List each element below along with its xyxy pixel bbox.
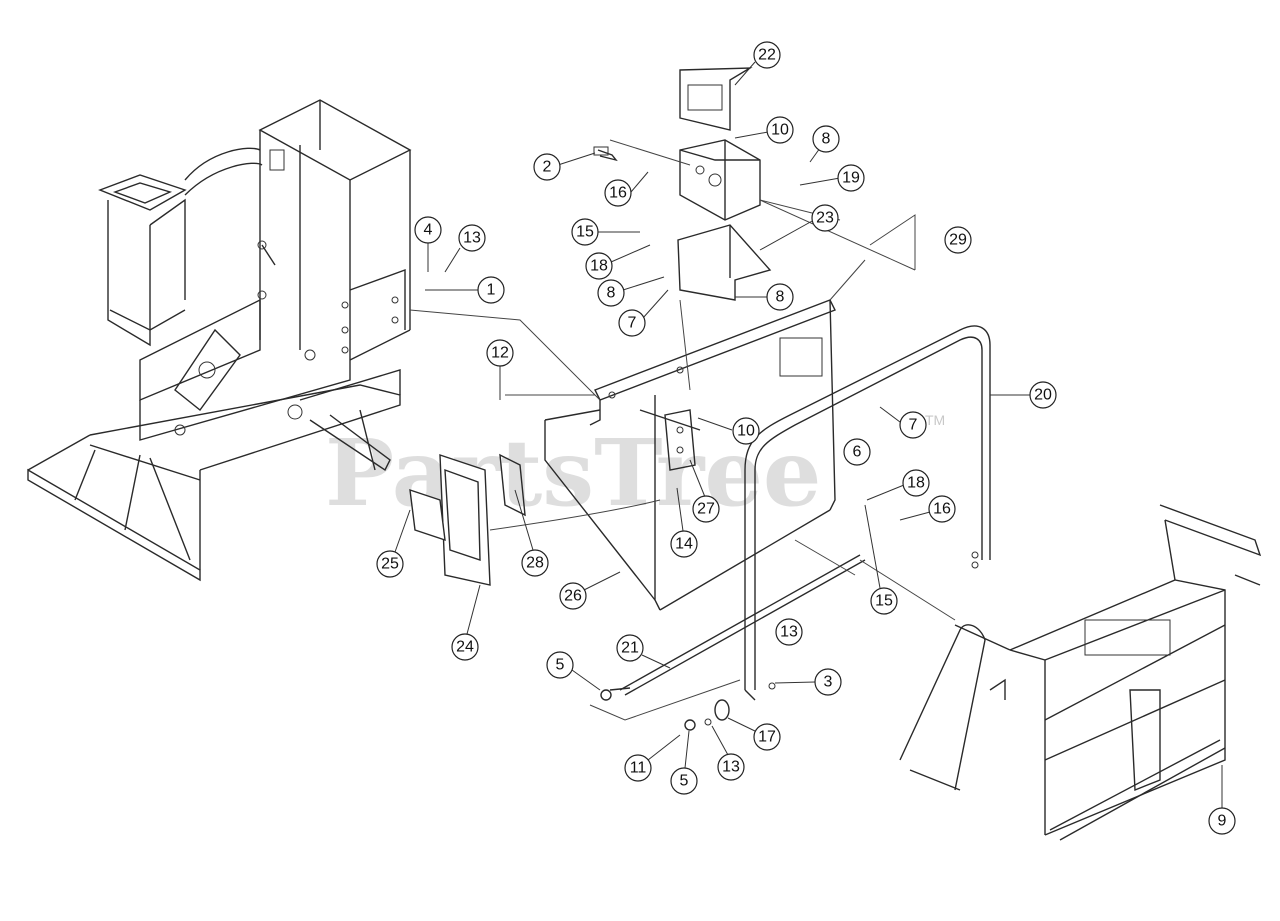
callout-20: 20 (1029, 381, 1057, 409)
svg-text:19: 19 (842, 170, 860, 187)
callout-10: 10 (766, 116, 794, 144)
svg-text:10: 10 (771, 122, 789, 139)
callout-11: 11 (624, 754, 652, 782)
housing-frame-assembly (27, 99, 412, 582)
callout-17: 17 (753, 723, 781, 751)
svg-text:18: 18 (907, 475, 925, 492)
callout-13: 13 (458, 224, 486, 252)
svg-text:15: 15 (576, 224, 594, 241)
svg-text:29: 29 (949, 232, 967, 249)
svg-text:25: 25 (381, 556, 399, 573)
svg-text:20: 20 (1034, 387, 1052, 404)
callout-29: 29 (944, 226, 972, 254)
callout-5: 5 (670, 767, 698, 795)
callout-26: 26 (559, 582, 587, 610)
callout-5: 5 (546, 651, 574, 679)
svg-text:17: 17 (758, 729, 776, 746)
svg-text:14: 14 (675, 536, 693, 553)
svg-text:13: 13 (722, 759, 740, 776)
svg-text:21: 21 (621, 640, 639, 657)
callout-19: 19 (837, 164, 865, 192)
svg-text:18: 18 (590, 258, 608, 275)
callout-4: 4 (414, 216, 442, 244)
svg-text:11: 11 (630, 760, 647, 777)
callout-27: 27 (692, 495, 720, 523)
svg-text:13: 13 (463, 230, 481, 247)
svg-text:24: 24 (456, 639, 474, 656)
callout-9: 9 (1208, 807, 1236, 835)
svg-text:8: 8 (822, 131, 831, 148)
svg-text:5: 5 (680, 773, 689, 790)
callout-7: 7 (618, 309, 646, 337)
svg-text:4: 4 (424, 222, 433, 239)
callout-25: 25 (376, 550, 404, 578)
callout-3: 3 (814, 668, 842, 696)
callout-13: 13 (775, 618, 803, 646)
callout-8: 8 (812, 125, 840, 153)
callout-14: 14 (670, 530, 698, 558)
svg-text:13: 13 (780, 624, 798, 641)
svg-text:8: 8 (776, 289, 785, 306)
callout-10: 10 (732, 417, 760, 445)
svg-text:16: 16 (933, 501, 951, 518)
callout-28: 28 (521, 549, 549, 577)
callout-8: 8 (597, 279, 625, 307)
svg-text:23: 23 (816, 210, 834, 227)
svg-text:9: 9 (1218, 813, 1227, 830)
svg-text:3: 3 (824, 674, 833, 691)
svg-text:26: 26 (564, 588, 582, 605)
control-box-assembly (593, 67, 772, 301)
svg-text:28: 28 (526, 555, 544, 572)
callout-24: 24 (451, 633, 479, 661)
handle-bar (744, 325, 991, 701)
svg-text:6: 6 (853, 444, 862, 461)
callout-12: 12 (486, 339, 514, 367)
callout-15: 15 (571, 218, 599, 246)
discharge-assembly (899, 504, 1262, 841)
svg-text:22: 22 (758, 47, 776, 64)
callout-6: 6 (843, 438, 871, 466)
svg-text:16: 16 (609, 185, 627, 202)
svg-text:12: 12 (491, 345, 509, 362)
callout-18: 18 (585, 252, 613, 280)
callout-1: 1 (477, 276, 505, 304)
callout-23: 23 (811, 204, 839, 232)
callout-18: 18 (902, 469, 930, 497)
callout-13: 13 (717, 753, 745, 781)
svg-text:7: 7 (628, 315, 637, 332)
callout-2: 2 (533, 153, 561, 181)
svg-text:1: 1 (487, 282, 496, 299)
svg-text:27: 27 (697, 501, 715, 518)
callout-15: 15 (870, 587, 898, 615)
callouts: 22 10 8 2 19 16 23 29 4 13 15 18 1 8 8 7… (376, 41, 1236, 835)
callout-7: 7 (899, 411, 927, 439)
callout-22: 22 (753, 41, 781, 69)
svg-text:10: 10 (737, 423, 755, 440)
svg-text:2: 2 (543, 159, 552, 176)
svg-text:15: 15 (875, 593, 893, 610)
svg-text:8: 8 (607, 285, 616, 302)
svg-text:7: 7 (909, 417, 918, 434)
exploded-view-lines (409, 139, 956, 721)
callout-8: 8 (766, 283, 794, 311)
axle-assembly (600, 554, 866, 731)
svg-text:5: 5 (556, 657, 565, 674)
callout-16: 16 (604, 179, 632, 207)
callout-16: 16 (928, 495, 956, 523)
side-panels (409, 453, 526, 586)
callout-21: 21 (616, 634, 644, 662)
watermark-trademark: TM (925, 412, 945, 428)
